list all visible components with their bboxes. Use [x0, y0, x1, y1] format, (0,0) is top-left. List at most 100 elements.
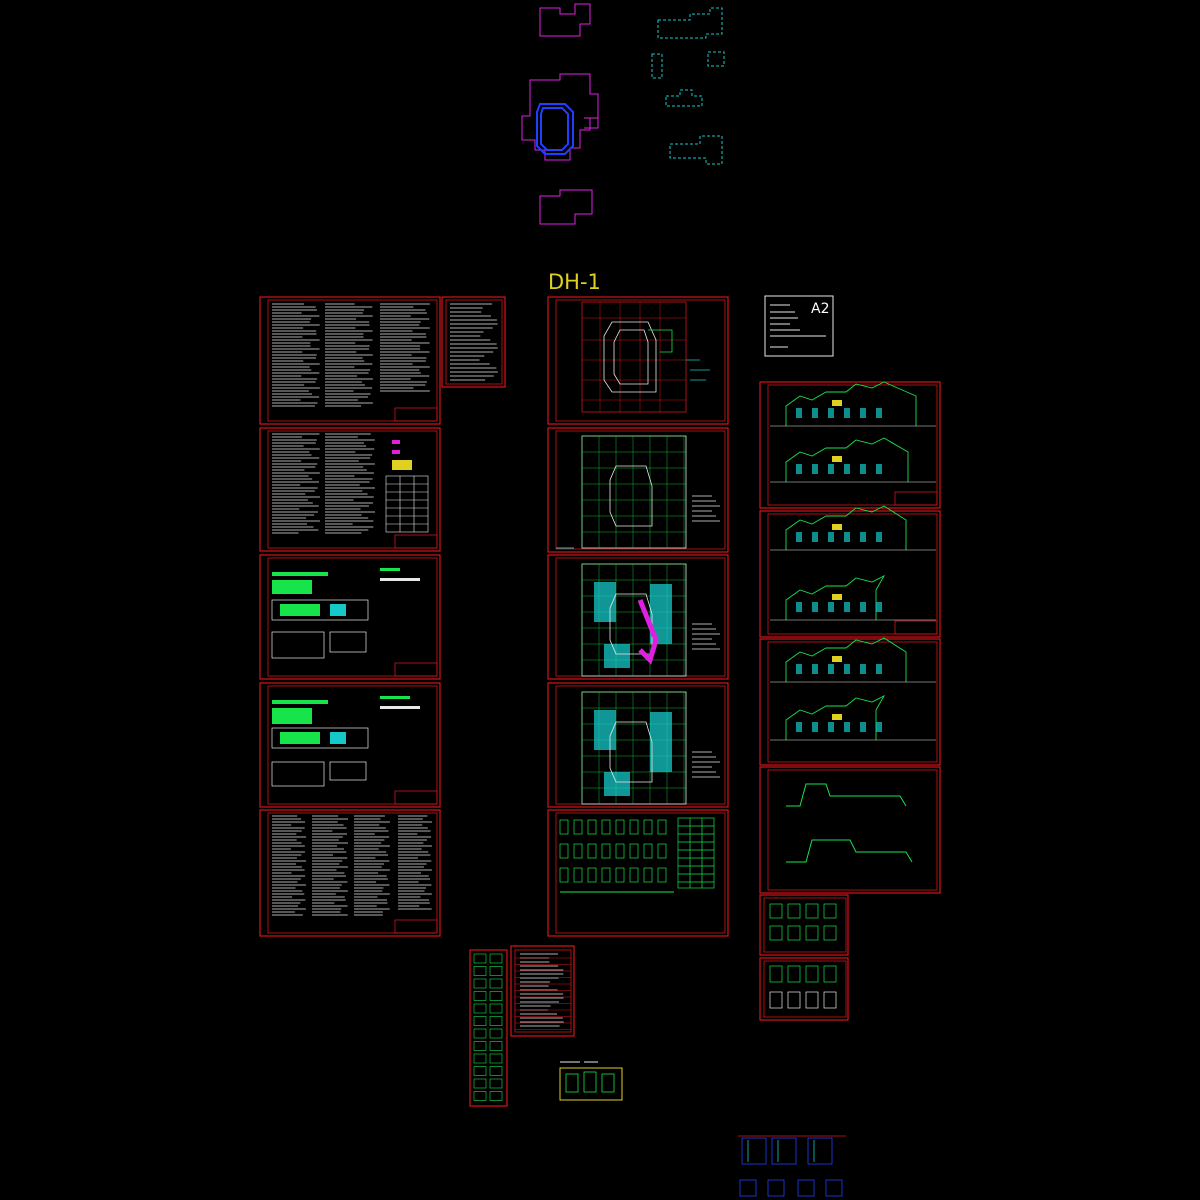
notes2-table: [385, 440, 429, 533]
window-elevation: [573, 819, 583, 835]
window-fill: [844, 408, 850, 418]
energy-table-content: [271, 568, 420, 787]
schedule-table-lines: [515, 957, 571, 1030]
window-elevation: [629, 867, 639, 883]
plan-outline: [581, 435, 687, 549]
window-fill: [844, 532, 850, 542]
detail-cell: [489, 1091, 503, 1101]
sheet-detail-strip[interactable]: [469, 949, 508, 1107]
window-elevation: [573, 843, 583, 859]
detail-cell: [489, 1041, 503, 1051]
elevation-outline: [785, 574, 886, 620]
cyan-building-outlines: [651, 7, 725, 165]
window-elevation: [643, 843, 653, 859]
window-fill: [796, 722, 802, 732]
accent-fill: [832, 524, 842, 530]
sheet-design-notes-2[interactable]: [259, 427, 441, 552]
site-plan-drawing: [581, 301, 710, 413]
drawing-title: DH-1: [548, 270, 601, 294]
elevation-outline: [785, 381, 917, 426]
sheet-energy-table-1[interactable]: [259, 554, 441, 680]
detail-cell: [473, 991, 487, 1001]
stair-detail: [805, 903, 819, 919]
sheet-section[interactable]: [759, 766, 941, 894]
sheet-detail-small[interactable]: [559, 1061, 623, 1101]
sheet-schedule-table[interactable]: [510, 945, 575, 1037]
detail-cell: [473, 953, 487, 964]
window-elevation: [601, 843, 611, 859]
sheet-site-plan[interactable]: [547, 296, 729, 425]
window-fill: [828, 532, 834, 542]
window-fill: [796, 408, 802, 418]
accent-fill: [832, 656, 842, 662]
window-fill: [860, 602, 866, 612]
window-fill: [876, 408, 882, 418]
room-fill: [604, 772, 630, 796]
accent-fill: [832, 594, 842, 600]
window-fill: [844, 664, 850, 674]
elevation-outline: [785, 694, 886, 740]
sheet-stair-details-2[interactable]: [759, 957, 849, 1021]
window-fill: [812, 464, 818, 474]
window-fill: [828, 664, 834, 674]
window-elevation: [601, 819, 611, 835]
stair-detail: [787, 965, 801, 983]
detail-cell: [489, 1016, 503, 1026]
door-window-schedule: [677, 817, 715, 889]
window-fill: [876, 722, 882, 732]
window-fill: [796, 602, 802, 612]
sheet-floor-plan-1[interactable]: [547, 427, 729, 553]
elevation-outline: [785, 637, 907, 682]
sheet-door-window-details[interactable]: [547, 809, 729, 937]
window-fill: [844, 602, 850, 612]
room-fill: [594, 582, 616, 622]
room-fill: [604, 644, 630, 668]
window-fill: [860, 722, 866, 732]
sheet-elevation-1[interactable]: [759, 381, 941, 509]
accent-fill: [832, 400, 842, 406]
stair-detail: [769, 965, 783, 983]
sheet-wall-details[interactable]: [738, 1135, 846, 1197]
sheet-design-notes-1[interactable]: [259, 296, 441, 425]
detail-cell: [473, 1091, 487, 1101]
window-elevation: [587, 843, 597, 859]
stair-detail: [805, 965, 819, 983]
detail-strip-drawings: [473, 953, 503, 1101]
window-fill: [812, 532, 818, 542]
detail-cell: [473, 1003, 487, 1014]
sheet-roof-plan[interactable]: [547, 682, 729, 808]
stair-detail: [823, 991, 837, 1009]
sheet-energy-table-2[interactable]: [259, 682, 441, 808]
window-fill: [844, 464, 850, 474]
sheet-stair-details-1[interactable]: [759, 894, 849, 956]
window-fill: [812, 602, 818, 612]
window-fill: [796, 464, 802, 474]
accent-fill: [832, 456, 842, 462]
a2-title-block[interactable]: A2: [764, 295, 834, 357]
accent-fill: [832, 714, 842, 720]
sheet-elevation-2[interactable]: [759, 510, 941, 638]
courtyard-outline: [609, 721, 653, 783]
stair-detail-drawings: [769, 903, 837, 1009]
window-fill: [876, 532, 882, 542]
window-elevation: [601, 867, 611, 883]
paper-size-label: A2: [811, 301, 829, 317]
stair-detail: [823, 965, 837, 983]
window-fill: [844, 722, 850, 732]
notes-text-lines: [272, 303, 564, 1027]
window-elevation: [587, 867, 597, 883]
sheet-drawing-index[interactable]: [441, 296, 506, 388]
window-fill: [812, 664, 818, 674]
window-elevation: [615, 819, 625, 835]
window-fill: [860, 408, 866, 418]
window-elevation: [587, 819, 597, 835]
detail-cell: [489, 978, 503, 989]
sheet-material-notes[interactable]: [259, 809, 441, 937]
detail-cell: [473, 1041, 487, 1051]
sheet-elevation-3[interactable]: [759, 638, 941, 766]
section-outline: [786, 783, 907, 807]
stair-highlight: [637, 599, 659, 665]
window-elevation: [629, 819, 639, 835]
sheet-floor-plan-2[interactable]: [547, 554, 729, 680]
